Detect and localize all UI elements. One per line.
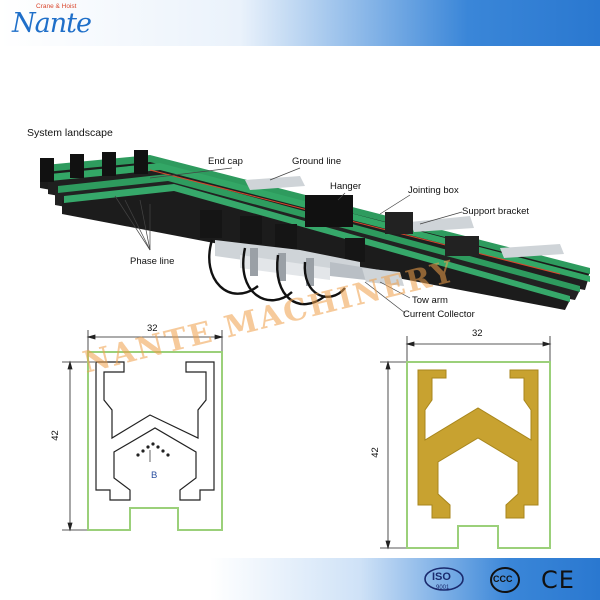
right-width-label: 32 [472,328,483,339]
end-caps [40,150,148,182]
right-height-label: 42 [369,447,381,458]
callout-ground-line: Ground line [292,156,342,167]
footer-band [0,558,600,600]
jointing-box-body-2 [445,236,479,256]
ce-label: CE [541,566,575,594]
iso-sublabel: 9001 [436,585,450,591]
collector-cables [208,239,346,306]
brand-tagline: Crane & Hoist [36,3,77,10]
iso-label: ISO [432,571,451,583]
callout-current-collector: Current Collector [403,309,475,320]
left-width-label: 32 [147,323,158,334]
hanger-body [305,195,353,227]
support-brackets [245,176,564,258]
ccc-mark: CCC [488,566,522,594]
brand-name: Nante [12,8,92,39]
callout-phase-line: Phase line [130,256,175,267]
iso-mark: ISO 9001 [424,566,464,594]
iso-icon [424,567,464,591]
current-collectors [215,240,404,286]
system-title: System landscape [27,127,113,139]
ccc-label: CCC [493,574,513,584]
callout-tow-arm: Tow arm [412,295,448,306]
marker-label: B [151,470,158,481]
ce-mark: CE [540,566,576,594]
callout-leaders [114,167,463,314]
ccc-icon [490,567,520,593]
jointing-box-body [385,212,413,234]
callout-support-bracket: Support bracket [462,206,530,217]
brand-logo: Crane & Hoist Nante [12,2,102,40]
header-band [0,0,600,46]
callout-end-cap: End cap [208,156,243,167]
contact-beads [136,442,170,457]
callout-hanger: Hanger [330,181,362,192]
rail-hangers [200,210,365,262]
callout-jointing-box: Jointing box [408,185,459,196]
